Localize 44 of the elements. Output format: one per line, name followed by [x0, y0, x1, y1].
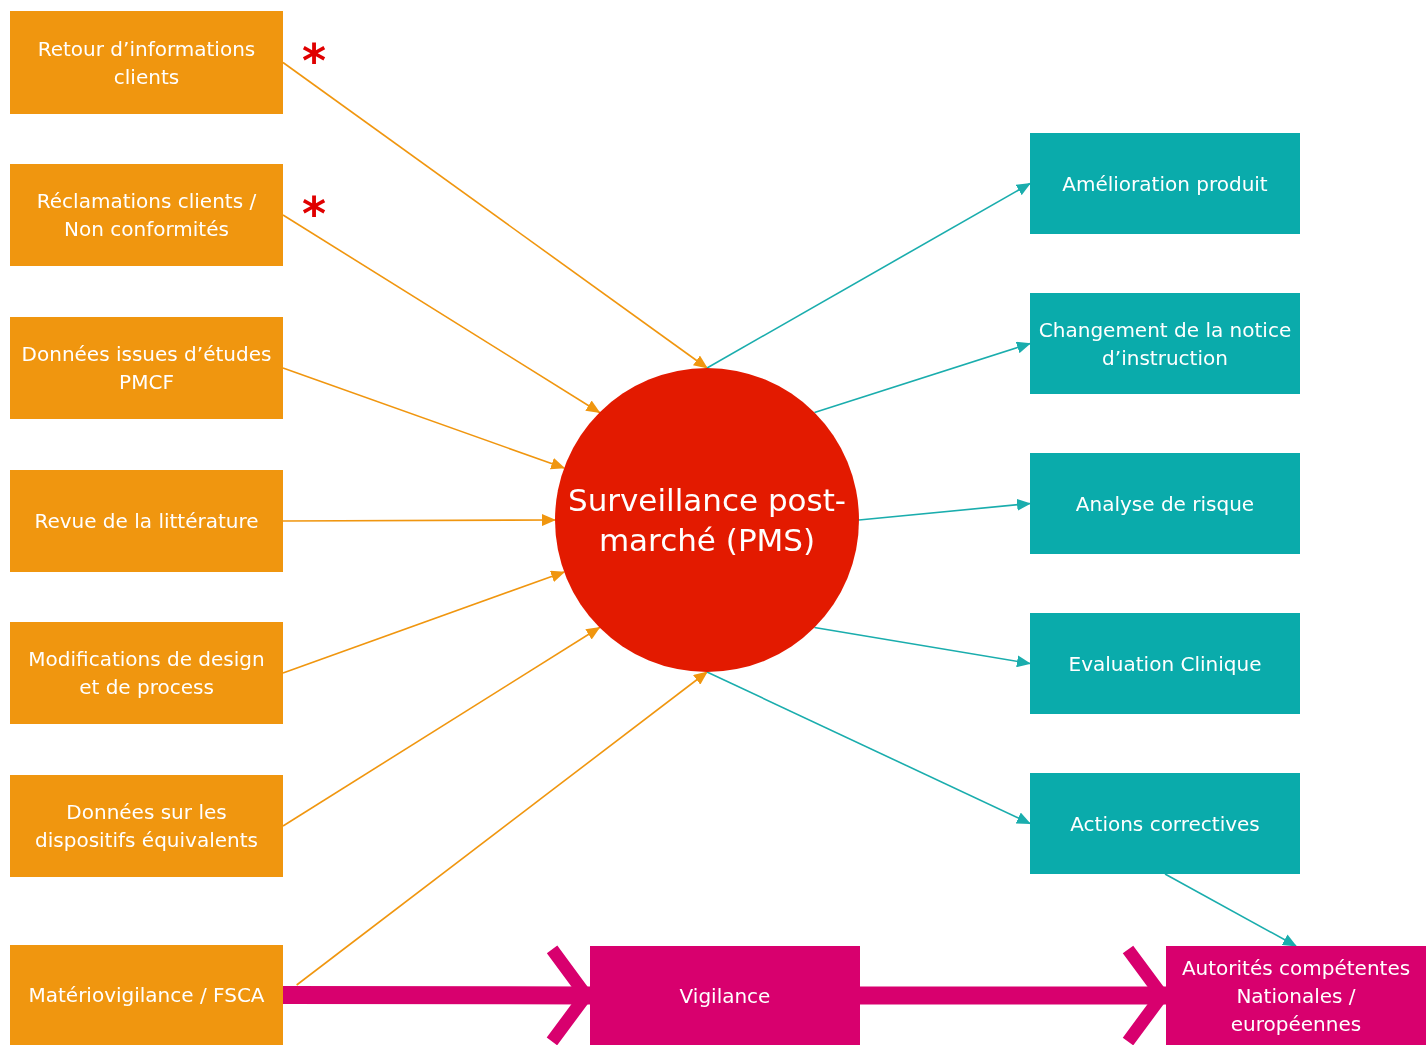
arrow	[706, 182, 1031, 369]
arrow	[282, 367, 566, 470]
vigilance-box	[590, 946, 860, 1045]
outcome-box	[1030, 773, 1300, 874]
outcome-box	[1030, 453, 1300, 554]
asterisk-note: *	[302, 38, 327, 84]
source-box	[10, 470, 283, 572]
node-text: Réclamations clients / Non conformités	[36, 189, 257, 241]
node-text: Evaluation Clinique	[1068, 651, 1262, 676]
source-box	[10, 164, 283, 266]
source-box	[10, 622, 283, 724]
node-text: Autorités compétentes Nationales / européennes	[1181, 955, 1411, 1036]
arrow	[706, 671, 1031, 825]
arrow	[282, 626, 601, 827]
asterisk-note: *	[302, 191, 327, 237]
node-text: Vigilance	[679, 983, 771, 1008]
arrow	[295, 671, 708, 986]
arrow	[1164, 873, 1297, 947]
node-text: Changement de la notice d’instruction	[1038, 317, 1292, 370]
arrow	[813, 626, 1031, 668]
source-box	[10, 317, 283, 419]
source-box	[10, 775, 283, 877]
node-text: Modifications de design et de process	[28, 647, 265, 699]
node-text: Actions correctives	[1070, 811, 1260, 836]
source-box	[10, 11, 283, 114]
arrow	[813, 341, 1031, 414]
node-text: Surveillance post-marché (PMS)	[567, 481, 847, 558]
outcome-box	[1030, 133, 1300, 234]
arrow	[282, 61, 708, 369]
node-text: Données issues d’études PMCF	[21, 342, 272, 394]
node-text: Analyse de risque	[1075, 491, 1255, 516]
node-text: Données sur les dispositifs équivalents	[35, 800, 258, 852]
arrow	[858, 498, 1031, 521]
node-text: Retour d’informations clients	[37, 36, 256, 89]
arrow	[282, 514, 556, 527]
arrow	[282, 570, 566, 674]
arrow	[282, 214, 601, 414]
outcome-box	[1030, 293, 1300, 394]
source-box	[10, 945, 283, 1045]
node-text: Revue de la littérature	[34, 509, 259, 533]
vigilance-box	[1166, 946, 1426, 1045]
outcome-box	[1030, 613, 1300, 714]
node-text: Amélioration produit	[1062, 171, 1268, 196]
node-text: Matériovigilance / FSCA	[28, 983, 265, 1007]
